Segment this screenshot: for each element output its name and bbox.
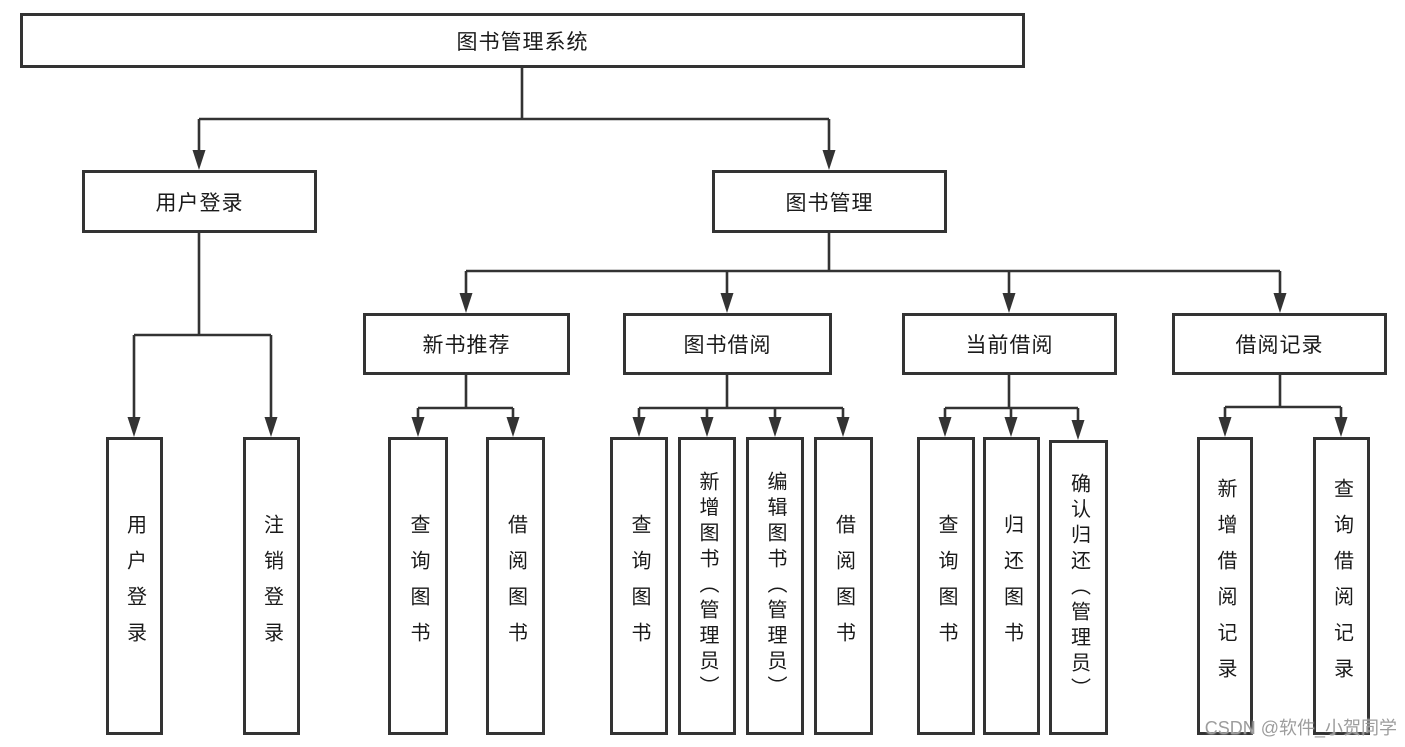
leaf-bb-borrow-books: 借阅图书 [814,437,873,735]
node-current-borrow-label: 当前借阅 [965,334,1054,357]
leaf-cb-query-books: 查询图书 [917,437,975,735]
leaf-br-add-record: 新增借阅记录 [1197,437,1253,735]
node-book-management: 图书管理 [712,170,947,233]
leaf-bb-query-books: 查询图书 [610,437,668,735]
leaf-user-login: 用户登录 [106,437,163,735]
node-book-management-label: 图书管理 [785,191,874,215]
leaf-bb-edit-books-admin-label: 编辑图书（管理员） [764,471,786,701]
node-user-login-label: 用户登录 [155,191,244,215]
node-borrow-records-label: 借阅记录 [1235,334,1324,357]
leaf-br-query-record: 查询借阅记录 [1313,437,1370,735]
leaf-bb-edit-books-admin: 编辑图书（管理员） [746,437,804,735]
node-book-borrow-label: 图书借阅 [683,334,772,357]
leaf-bb-add-books-admin: 新增图书（管理员） [678,437,736,735]
leaf-nb-borrow-books-label: 借阅图书 [504,514,527,658]
leaf-logout: 注销登录 [243,437,300,735]
leaf-bb-add-books-admin-label: 新增图书（管理员） [696,471,718,701]
leaf-cb-query-books-label: 查询图书 [935,514,957,658]
leaf-cb-return-books: 归还图书 [983,437,1040,735]
node-book-borrow: 图书借阅 [623,313,832,375]
leaf-cb-return-books-label: 归还图书 [1000,514,1023,658]
leaf-user-login-label: 用户登录 [123,514,146,658]
node-new-book-recommend: 新书推荐 [363,313,570,375]
leaf-nb-query-books: 查询图书 [388,437,448,735]
node-user-login: 用户登录 [82,170,317,233]
node-current-borrow: 当前借阅 [902,313,1117,375]
node-borrow-records: 借阅记录 [1172,313,1387,375]
leaf-logout-label: 注销登录 [260,514,283,658]
leaf-nb-query-books-label: 查询图书 [407,514,429,658]
leaf-cb-confirm-return-admin-label: 确认归还（管理员） [1067,472,1090,703]
node-new-book-recommend-label: 新书推荐 [422,334,511,357]
node-root-label: 图书管理系统 [456,30,589,54]
watermark: CSDN @软件_小贺同学 [1204,718,1397,738]
leaf-bb-query-books-label: 查询图书 [628,514,650,658]
leaf-br-add-record-label: 新增借阅记录 [1214,478,1236,694]
node-root: 图书管理系统 [20,13,1025,68]
leaf-cb-confirm-return-admin: 确认归还（管理员） [1049,440,1108,735]
leaf-nb-borrow-books: 借阅图书 [486,437,545,735]
leaf-bb-borrow-books-label: 借阅图书 [832,514,855,658]
leaf-br-query-record-label: 查询借阅记录 [1330,478,1353,694]
